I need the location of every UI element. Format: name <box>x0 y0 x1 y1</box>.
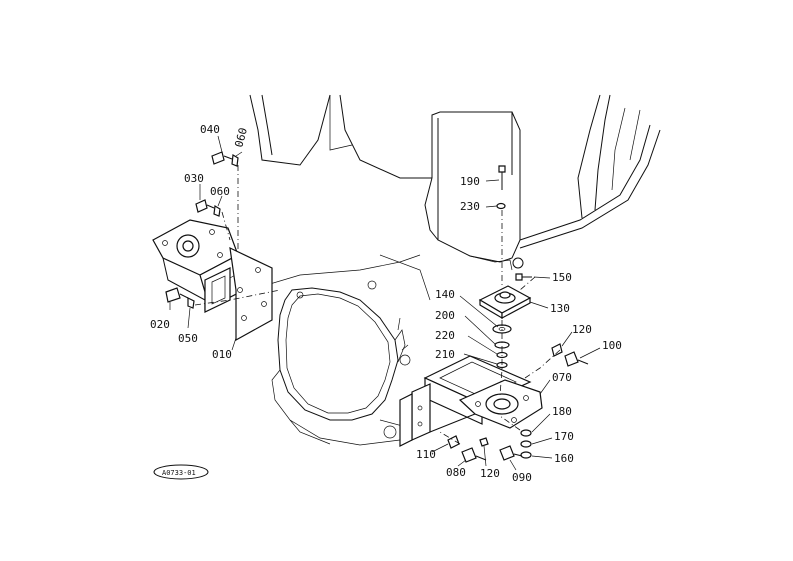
callout-130: 130 <box>550 302 570 315</box>
callout-230: 230 <box>460 200 480 213</box>
callout-110: 110 <box>416 448 436 461</box>
callout-080: 080 <box>446 466 466 479</box>
callout-070: 070 <box>552 371 572 384</box>
callout-100: 100 <box>602 339 622 352</box>
callout-060-upper: 060 <box>232 126 250 149</box>
right-bolts <box>447 343 589 463</box>
leader-lines <box>169 135 601 471</box>
callout-220: 220 <box>435 329 455 342</box>
callout-090: 090 <box>512 471 532 484</box>
left-mount-bracket <box>152 219 273 342</box>
right-mount-bracket <box>399 355 543 447</box>
callout-010: 010 <box>212 348 232 361</box>
assembly-centerlines <box>194 165 561 445</box>
callout-160: 160 <box>554 452 574 465</box>
callout-050: 050 <box>178 332 198 345</box>
callout-120-upper: 120 <box>572 323 592 336</box>
mount-cushion-stack <box>478 165 532 369</box>
callout-170: 170 <box>554 430 574 443</box>
callout-040: 040 <box>200 123 220 136</box>
callout-200: 200 <box>435 309 455 322</box>
transmission-housing <box>249 254 431 446</box>
tractor-body-outline <box>249 94 661 271</box>
callout-060-lower: 060 <box>210 185 230 198</box>
callout-030: 030 <box>184 172 204 185</box>
drawing-code-stamp: A0733-01 <box>153 464 209 480</box>
left-bolts <box>165 151 239 309</box>
drawing-code: A0733-01 <box>162 469 196 477</box>
callout-140: 140 <box>435 288 455 301</box>
callout-120-lower: 120 <box>480 467 500 480</box>
callout-210: 210 <box>435 348 455 361</box>
callout-190: 190 <box>460 175 480 188</box>
callout-150: 150 <box>552 271 572 284</box>
callout-180: 180 <box>552 405 572 418</box>
part-callouts: 040 060 030 060 020 050 010 190 230 150 … <box>150 123 622 484</box>
callout-020: 020 <box>150 318 170 331</box>
